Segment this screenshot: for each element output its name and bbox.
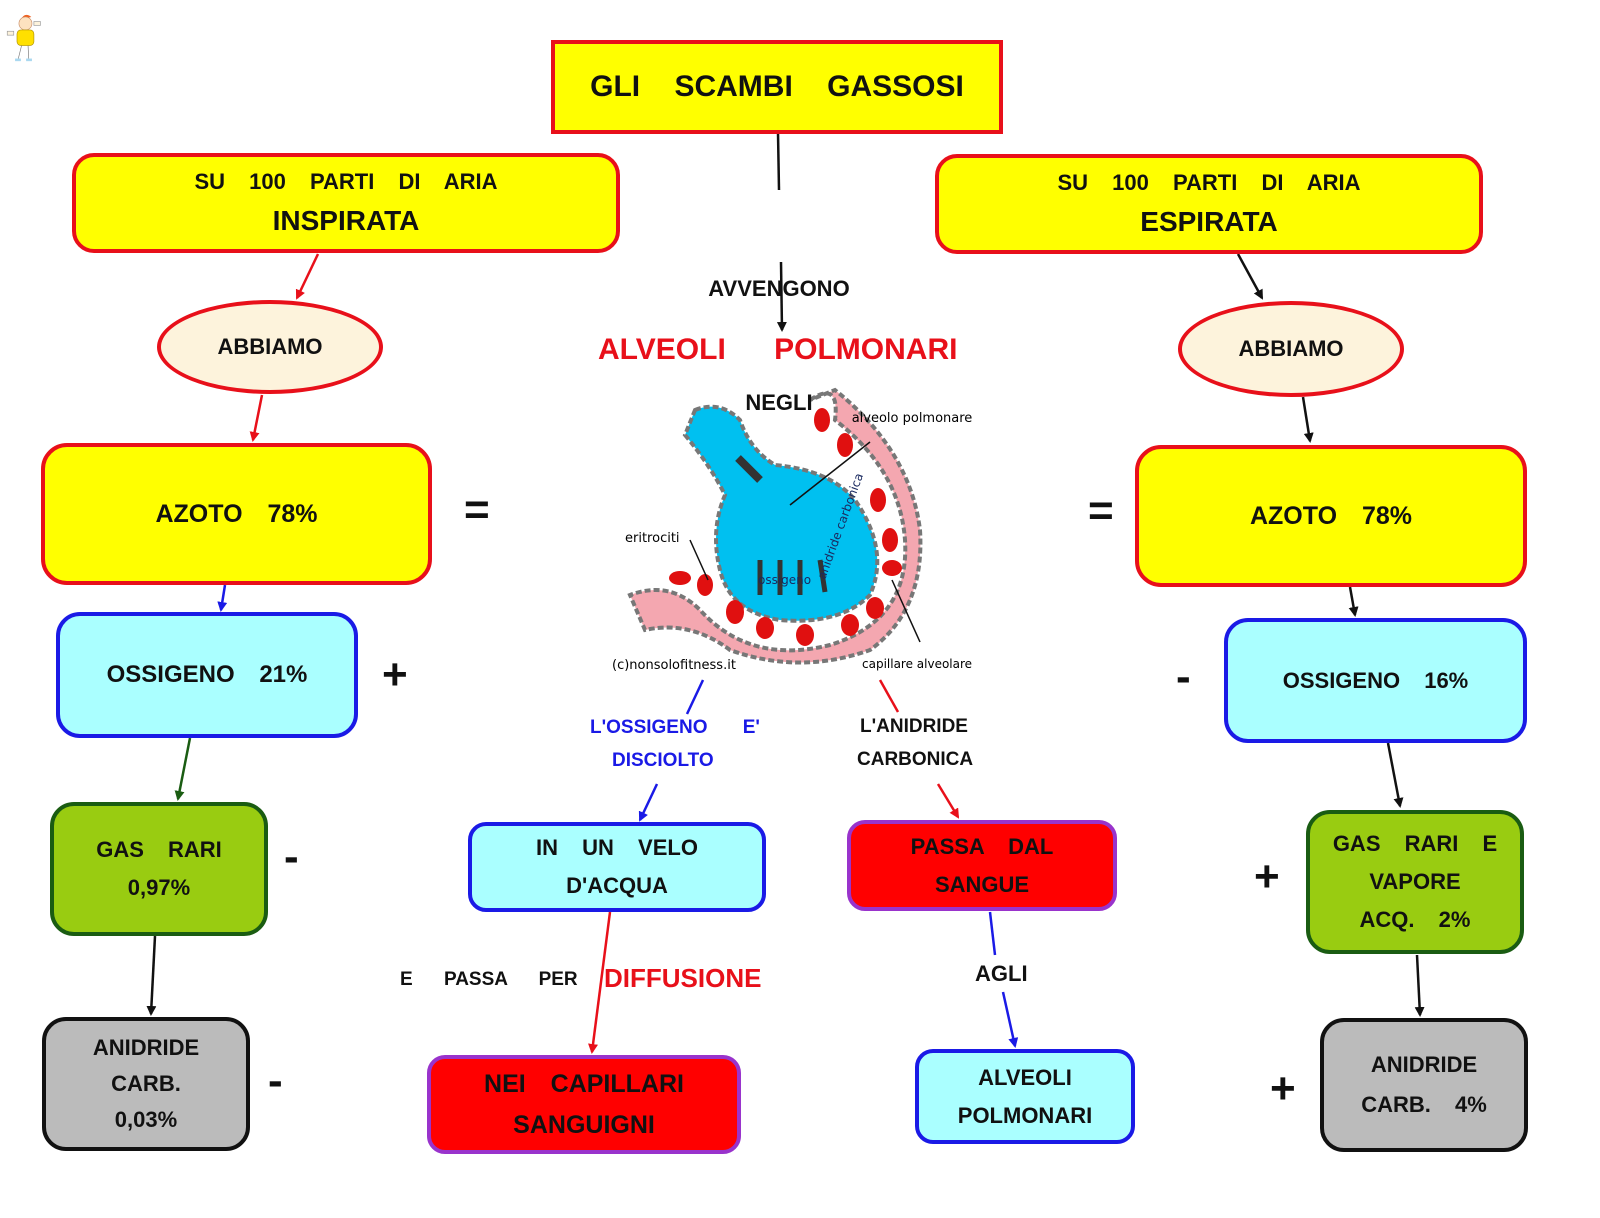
right-gas-line1: GAS RARI E <box>1332 831 1498 856</box>
left-azoto-box: AZOTO 78% <box>41 443 432 585</box>
label-alveolo: alveolo polmonare <box>852 411 973 426</box>
right-gas-rari-box: GAS RARI E VAPORE ACQ. 2% <box>1306 810 1524 954</box>
title-text: GLI SCAMBI GASSOSI <box>590 70 964 103</box>
arrow-right-abbiamo-azoto <box>1301 396 1314 443</box>
left-header-box: SU 100 PARTI DI ARIA INSPIRATA <box>72 153 620 253</box>
right-ossigeno-minus: - <box>1176 652 1191 701</box>
capillari-line1: NEI CAPILLARI <box>484 1069 684 1098</box>
title-box: GLI SCAMBI GASSOSI <box>551 40 1003 134</box>
right-header-line1: SU 100 PARTI DI ARIA <box>1057 170 1361 195</box>
arrow-left-azoto-ossigeno <box>217 584 228 612</box>
left-ossigeno-text: OSSIGENO 21% <box>106 661 308 688</box>
passa-line1: PASSA DAL <box>910 833 1054 859</box>
left-anidride-line3: 0,03% <box>114 1107 178 1132</box>
velo-line1: IN UN VELO <box>536 835 698 860</box>
velo-line2: D'ACQUA <box>566 873 668 898</box>
left-ossigeno-plus: + <box>382 650 408 699</box>
left-anidride-line2: CARB. <box>111 1071 181 1096</box>
arrow-right-gas-anidride <box>1414 954 1425 1017</box>
velo-acqua-box: IN UN VELO D'ACQUA <box>468 822 766 912</box>
arrow-right-header-abbiamo <box>1236 253 1264 300</box>
right-azoto-text: AZOTO 78% <box>1249 501 1413 530</box>
right-gas-line2: VAPORE <box>1369 869 1461 894</box>
alveoli-box-line1: ALVEOLI <box>978 1064 1072 1090</box>
arrow-velo-capillari <box>588 911 612 1054</box>
left-gas-line1: GAS RARI <box>96 837 222 862</box>
right-header-line2: ESPIRATA <box>1140 206 1278 237</box>
left-gas-minus: - <box>284 832 299 881</box>
arrow-alveoli-passa <box>936 783 960 819</box>
capillari-box: NEI CAPILLARI SANGUIGNI <box>427 1055 741 1154</box>
left-ossigeno-box: OSSIGENO 21% <box>56 612 358 738</box>
right-ossigeno-text: OSSIGENO 16% <box>1282 667 1469 693</box>
passa-line2: SANGUE <box>934 871 1030 897</box>
arrow-left-header-abbiamo <box>295 253 320 300</box>
oxygen-link-line2: DISCIOLTO <box>612 750 714 771</box>
image-credit: (c)nonsolofitness.it <box>612 658 736 673</box>
right-header-box: SU 100 PARTI DI ARIA ESPIRATA <box>935 154 1483 254</box>
left-abbiamo-ellipse: ABBIAMO <box>157 300 383 394</box>
oxygen-link-line1: L'OSSIGENO E' <box>590 717 760 738</box>
arrow-alveoli-passa-top <box>878 679 900 713</box>
left-gas-line2: 0,97% <box>127 875 191 900</box>
mascot-logo-icon <box>6 14 41 62</box>
label-capillare: capillare alveolare <box>862 657 972 671</box>
arrow-passa-alveoli-top <box>988 911 997 956</box>
label-ossigeno: ossigeno <box>758 573 811 587</box>
left-abbiamo-text: ABBIAMO <box>217 334 323 359</box>
avvengono-text: AVVENGONO <box>708 276 850 301</box>
label-eritrociti: eritrociti <box>625 531 680 546</box>
right-ossigeno-box: OSSIGENO 16% <box>1224 618 1527 743</box>
alveoli-box: ALVEOLI POLMONARI <box>915 1049 1135 1144</box>
arrow-left-abbiamo-azoto <box>249 394 264 442</box>
right-azoto-box: AZOTO 78% <box>1135 445 1527 587</box>
arrow-alveoli-velo-top <box>685 679 705 715</box>
right-equals-sign: = <box>1088 486 1114 535</box>
avvengono-negli-label: AVVENGONO NEGLI <box>699 194 859 460</box>
right-gas-line3: ACQ. 2% <box>1359 907 1471 932</box>
right-gas-plus: + <box>1254 852 1280 901</box>
right-abbiamo-text: ABBIAMO <box>1238 336 1344 361</box>
capillari-line2: SANGUIGNI <box>513 1110 655 1139</box>
left-header-line1: SU 100 PARTI DI ARIA <box>194 169 498 194</box>
right-anidride-line1: ANIDRIDE <box>1370 1052 1478 1077</box>
arrow-left-ossigeno-gas <box>174 737 192 801</box>
agli-label: AGLI <box>975 961 1028 986</box>
left-anidride-line1: ANIDRIDE <box>92 1035 200 1060</box>
arrow-right-ossigeno-gas <box>1386 742 1404 808</box>
right-anidride-line2: CARB. 4% <box>1361 1092 1487 1117</box>
label-alveolo-text: alveolo polmonare <box>852 411 973 426</box>
alveoli-polmonari-title: ALVEOLI POLMONARI <box>598 333 958 366</box>
negli-text: NEGLI <box>745 390 813 415</box>
arrow-title-alveoli <box>776 261 787 332</box>
passa-sangue-box: PASSA DAL SANGUE <box>847 820 1117 911</box>
e-passa-per-label: E PASSA PER <box>400 969 578 990</box>
right-anidride-box: ANIDRIDE CARB. 4% <box>1320 1018 1528 1152</box>
left-azoto-text: AZOTO 78% <box>155 499 318 528</box>
diffusione-label: DIFFUSIONE <box>604 963 762 993</box>
left-anidride-minus: - <box>268 1056 283 1105</box>
alveolus-illustration: alveolo polmonare eritrociti ossigeno an… <box>612 387 973 673</box>
co2-link-line1: L'ANIDRIDE <box>860 716 968 737</box>
left-header-line2: INSPIRATA <box>272 205 420 236</box>
left-anidride-box: ANIDRIDE CARB. 0,03% <box>42 1017 250 1151</box>
arrow-left-gas-anidride <box>146 935 157 1016</box>
arrow-right-azoto-ossigeno <box>1348 586 1359 617</box>
right-anidride-plus: + <box>1270 1064 1296 1113</box>
alveoli-box-line2: POLMONARI <box>957 1102 1093 1128</box>
arrow-alveoli-velo <box>638 783 659 822</box>
arrow-passa-alveoli <box>1001 991 1019 1048</box>
right-abbiamo-ellipse: ABBIAMO <box>1178 301 1404 397</box>
left-equals-sign: = <box>464 485 490 534</box>
left-gas-rari-box: GAS RARI 0,97% <box>50 802 268 936</box>
arrow-title-alveoli-top <box>776 132 781 191</box>
co2-link-line2: CARBONICA <box>857 749 974 770</box>
